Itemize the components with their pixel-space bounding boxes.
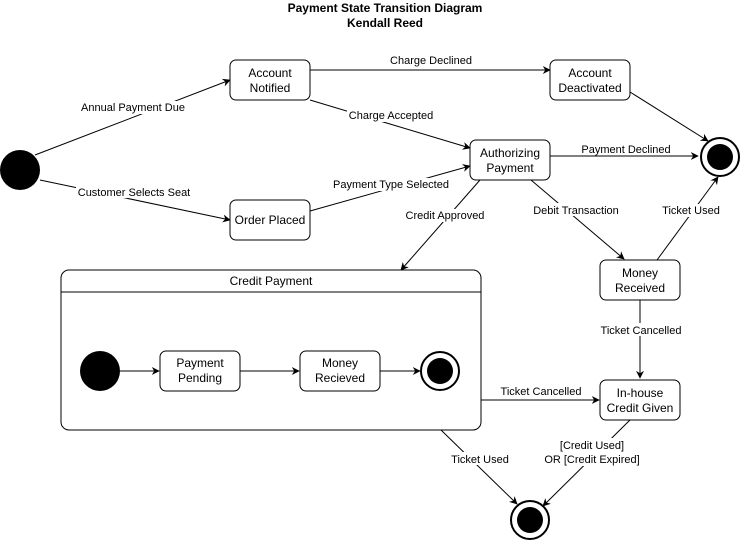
edge-annual-payment-due xyxy=(34,78,231,156)
state-payment-pending[interactable]: Payment Pending xyxy=(159,350,241,392)
diagram-author: Kendall Reed xyxy=(347,16,423,30)
svg-text:Account: Account xyxy=(248,66,292,80)
sub-final-state[interactable] xyxy=(420,351,460,391)
edge-deactivated-to-final xyxy=(629,91,709,142)
svg-text:Received: Received xyxy=(615,281,665,295)
edge-credit-approved xyxy=(400,179,481,271)
state-money-recieved-sub[interactable]: Money Recieved xyxy=(299,350,381,392)
svg-text:Pending: Pending xyxy=(178,371,222,385)
label-ticket-cancelled-credit: Ticket Cancelled xyxy=(501,386,582,398)
svg-text:In-house: In-house xyxy=(617,386,664,400)
state-authorizing-payment[interactable]: Authorizing Payment xyxy=(469,139,551,181)
state-account-deactivated[interactable]: Account Deactivated xyxy=(549,59,631,101)
label-charge-declined: Charge Declined xyxy=(390,55,472,67)
state-account-notified[interactable]: Account Notified xyxy=(229,59,311,101)
sub-initial-state[interactable] xyxy=(80,351,120,391)
svg-text:Customer Selects Seat: Customer Selects Seat xyxy=(78,187,191,199)
initial-state[interactable] xyxy=(0,150,40,190)
diagram-title: Payment State Transition Diagram xyxy=(288,1,483,15)
svg-text:Payment Type Selected: Payment Type Selected xyxy=(333,179,449,191)
svg-text:Debit Transaction: Debit Transaction xyxy=(533,205,619,217)
state-money-received[interactable]: Money Received xyxy=(599,259,681,301)
svg-text:Ticket Cancelled: Ticket Cancelled xyxy=(601,325,682,337)
label-ticket-used-credit: Ticket Used xyxy=(449,452,511,466)
composite-title: Credit Payment xyxy=(230,274,313,288)
svg-text:Ticket Used: Ticket Used xyxy=(662,205,720,217)
label-customer-selects-seat: Customer Selects Seat xyxy=(76,185,192,199)
svg-text:Payment: Payment xyxy=(176,356,224,370)
label-ticket-cancelled-money: Ticket Cancelled xyxy=(598,323,684,337)
edge-customer-selects-seat xyxy=(39,179,231,223)
svg-text:Payment: Payment xyxy=(486,161,534,175)
label-credit-used-expired: [Credit Used] OR [Credit Expired] xyxy=(540,438,644,466)
svg-text:OR [Credit Expired]: OR [Credit Expired] xyxy=(544,454,639,466)
svg-text:Ticket Cancelled: Ticket Cancelled xyxy=(501,386,582,398)
edge-debit-transaction xyxy=(530,179,625,260)
final-state-bottom[interactable] xyxy=(510,500,550,540)
svg-text:[Credit Used]: [Credit Used] xyxy=(560,440,624,452)
composite-credit-payment[interactable]: Credit Payment xyxy=(60,269,482,431)
svg-text:Money: Money xyxy=(322,356,358,370)
svg-text:Charge Accepted: Charge Accepted xyxy=(349,110,433,122)
edge-charge-accepted xyxy=(309,99,471,150)
label-debit-transaction: Debit Transaction xyxy=(530,203,622,217)
svg-text:Deactivated: Deactivated xyxy=(558,81,621,95)
label-charge-accepted: Charge Accepted xyxy=(347,109,435,122)
svg-text:Money: Money xyxy=(622,266,658,280)
label-payment-type-selected: Payment Type Selected xyxy=(331,178,451,191)
svg-text:Credit Approved: Credit Approved xyxy=(406,210,485,222)
svg-text:Order Placed: Order Placed xyxy=(235,213,306,227)
svg-text:Account: Account xyxy=(568,66,612,80)
final-state-top[interactable] xyxy=(700,137,740,177)
svg-text:Charge Declined: Charge Declined xyxy=(390,55,472,67)
label-credit-approved: Credit Approved xyxy=(403,209,487,222)
svg-text:Recieved: Recieved xyxy=(315,371,365,385)
label-annual-payment-due: Annual Payment Due xyxy=(79,101,187,114)
edge-ticket-used-credit xyxy=(440,429,518,505)
label-payment-declined: Payment Declined xyxy=(581,144,670,156)
svg-text:Credit Given: Credit Given xyxy=(607,401,674,415)
svg-text:Payment Declined: Payment Declined xyxy=(581,144,670,156)
state-inhouse-credit-given[interactable]: In-house Credit Given xyxy=(599,379,681,421)
edge-ticket-used-money xyxy=(656,176,719,261)
svg-text:Annual Payment Due: Annual Payment Due xyxy=(81,102,185,114)
label-ticket-used-money: Ticket Used xyxy=(660,204,722,217)
svg-text:Authorizing: Authorizing xyxy=(480,146,540,160)
svg-text:Notified: Notified xyxy=(250,81,291,95)
svg-text:Ticket Used: Ticket Used xyxy=(451,454,509,466)
state-order-placed[interactable]: Order Placed xyxy=(229,199,311,241)
